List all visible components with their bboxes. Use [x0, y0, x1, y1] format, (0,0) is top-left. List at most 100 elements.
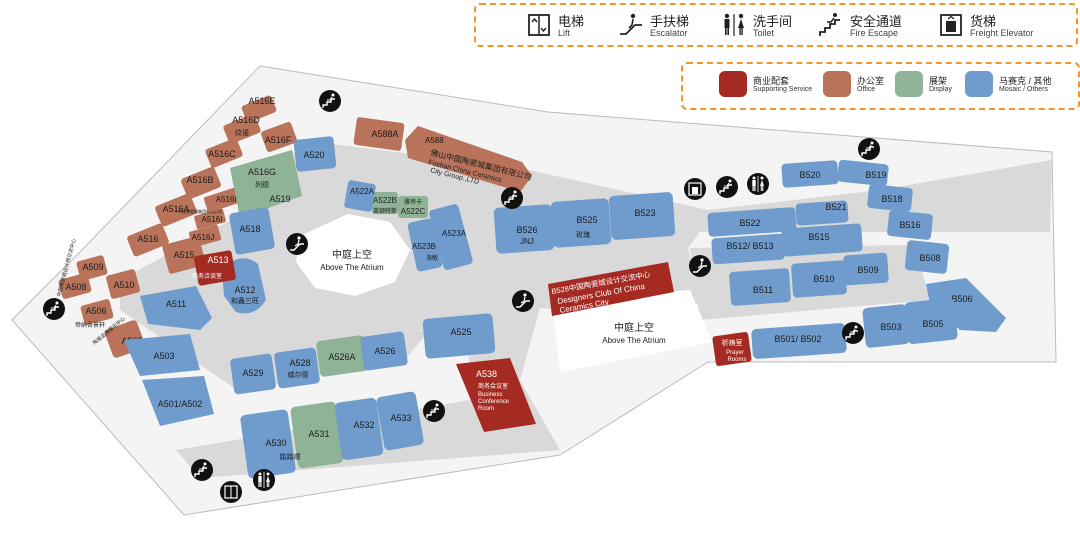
unit-A510[interactable]: A510 — [105, 269, 140, 300]
label-A516G: A516G — [248, 167, 276, 177]
unit-A532[interactable]: A532 — [334, 397, 384, 460]
label-A515: A515 — [173, 250, 194, 260]
unit-A528[interactable]: A528 威尔德 — [274, 347, 321, 389]
unit-A531[interactable]: A531 — [290, 401, 344, 469]
unit-A516D[interactable]: A516D 纹诺 — [222, 113, 261, 144]
unit-B523[interactable]: B523 — [608, 192, 676, 240]
escalator-icon[interactable] — [688, 254, 712, 278]
unit-A522C[interactable]: 雅帝卡 A522C — [398, 196, 428, 218]
unit-A516A[interactable]: A516A — [154, 193, 197, 228]
unit-A516C[interactable]: A516C — [204, 137, 243, 168]
unit-prayer-room[interactable]: 祈祷室 Prayer Rooms — [712, 332, 752, 367]
fire-escape-icon[interactable] — [500, 186, 524, 210]
unit-A525[interactable]: A525 — [422, 313, 496, 359]
label-B526: B526 — [516, 225, 537, 235]
label-A526: A526 — [374, 346, 395, 356]
unit-B506[interactable]: B506 — [926, 278, 1006, 332]
label-A516A: A516A — [162, 204, 189, 214]
label-A522C: A522C — [401, 207, 426, 216]
unit-A513[interactable]: A513 商务洽谈室 — [192, 250, 236, 286]
unit-B503[interactable]: B503 — [862, 304, 910, 348]
label-B510: B510 — [813, 274, 834, 284]
unit-B525[interactable]: B525 玫瑰 — [550, 198, 612, 248]
unit-A516I[interactable]: A516I 中国陶瓷城集团有限公司 — [178, 208, 226, 230]
fire-escape-icon[interactable] — [318, 89, 342, 113]
unit-A523B[interactable]: A523B 海敏 — [407, 218, 443, 272]
freight-elevator-icon[interactable] — [683, 177, 707, 201]
unit-B508[interactable]: B508 — [904, 240, 950, 274]
unit-B510[interactable]: B510 — [791, 260, 847, 298]
unit-B518[interactable]: B518 — [867, 184, 913, 212]
unit-A511[interactable]: A511 — [140, 286, 212, 330]
unit-B511[interactable]: B511 — [729, 268, 791, 306]
lift-icon — [528, 14, 550, 36]
legend-escalator-cn: 手扶梯 — [650, 14, 690, 29]
unit-A529[interactable]: A529 — [230, 353, 277, 395]
unit-A530[interactable]: A530 路路顺 — [240, 409, 301, 479]
unit-B520[interactable]: B520 — [781, 160, 839, 188]
label-A516D: A516D — [232, 115, 260, 125]
unit-A516H[interactable]: A516H — [203, 187, 240, 213]
freight-elevator-icon — [940, 14, 962, 36]
escalator-icon — [620, 13, 642, 35]
unit-B512-B513[interactable]: B512/ B513 — [711, 233, 785, 265]
label-B519: B519 — [865, 170, 886, 180]
fire-escape-icon[interactable] — [422, 399, 446, 423]
unit-A516J[interactable]: A516J — [188, 224, 222, 248]
unit-A522B[interactable]: A522B 莱顿特斯 — [372, 192, 398, 215]
label-A503: A503 — [153, 351, 174, 361]
unit-B515[interactable]: B515 — [781, 223, 863, 257]
unit-A516F[interactable]: A516F — [260, 121, 298, 153]
unit-A588A[interactable]: A588A — [353, 117, 405, 151]
unit-B509[interactable]: B509 — [843, 252, 889, 286]
unit-A526A[interactable]: A526A — [316, 335, 369, 377]
label-B520: B520 — [799, 170, 820, 180]
unit-B526[interactable]: B526 JNJ — [493, 204, 555, 254]
label-A513-cn: 商务洽谈室 — [192, 272, 222, 280]
label-B501-B502: B501/ B502 — [774, 334, 821, 344]
unit-A533[interactable]: A533 — [376, 391, 425, 451]
cat-cn-1: 办公室 — [857, 76, 885, 86]
unit-B522[interactable]: B522 — [707, 207, 797, 237]
label-B515: B515 — [808, 232, 829, 242]
label-A588: A588 — [425, 136, 444, 145]
unit-B521[interactable]: B521 — [795, 200, 849, 226]
toilet-icon[interactable] — [746, 172, 770, 196]
escalator-icon[interactable] — [511, 289, 535, 313]
unit-A506[interactable]: A506 帝纳吾景轩 — [75, 298, 114, 329]
escalator-icon[interactable] — [285, 232, 309, 256]
toilet-icon[interactable] — [252, 468, 276, 492]
unit-A503[interactable]: A503 — [124, 334, 200, 376]
label-A510: A510 — [113, 280, 134, 290]
unit-B519[interactable]: B519 — [837, 159, 889, 187]
unit-B501-B502[interactable]: B501/ B502 — [751, 323, 847, 359]
label-A519: A519 — [269, 194, 290, 204]
legend-fire-escape-en: Fire Escape — [850, 28, 899, 38]
fire-escape-icon[interactable] — [42, 297, 66, 321]
label-A530-cn: 路路顺 — [280, 452, 301, 461]
atrium-right — [552, 290, 712, 372]
unit-A516[interactable]: A516 — [126, 223, 169, 258]
label-A538: A538 — [476, 369, 497, 379]
unit-A501-A502[interactable]: A501/A502 — [142, 376, 214, 426]
unit-A516G-A519[interactable]: A516G 列德 A519 — [230, 150, 302, 218]
unit-B516[interactable]: B516 — [887, 210, 933, 240]
fire-escape-icon[interactable] — [857, 137, 881, 161]
atrium-left-en: Above The Atrium — [320, 263, 384, 272]
atrium-right-en: Above The Atrium — [602, 336, 666, 345]
unit-B528[interactable]: B528中国陶瓷城设计交流中心 Designers Club Of China … — [548, 262, 674, 316]
unit-A523A[interactable]: A523A — [428, 203, 473, 271]
fire-escape-icon[interactable] — [190, 458, 214, 482]
unit-A518[interactable]: A518 — [229, 207, 276, 255]
unit-A522A[interactable]: A522A — [344, 180, 376, 212]
label-A528-cn: 威尔德 — [288, 370, 309, 379]
unit-B505[interactable]: B505 — [904, 297, 958, 345]
fire-escape-icon[interactable] — [841, 321, 865, 345]
unit-A520[interactable]: A520 — [293, 136, 337, 172]
unit-A526[interactable]: A526 — [360, 331, 408, 371]
unit-A538[interactable]: A538 商务会议室 Business Conference Room — [456, 358, 536, 432]
lift-icon[interactable] — [219, 480, 243, 504]
fire-escape-icon[interactable] — [715, 175, 739, 199]
unit-A516B[interactable]: A516B — [180, 166, 222, 200]
label-A518: A518 — [239, 224, 260, 234]
